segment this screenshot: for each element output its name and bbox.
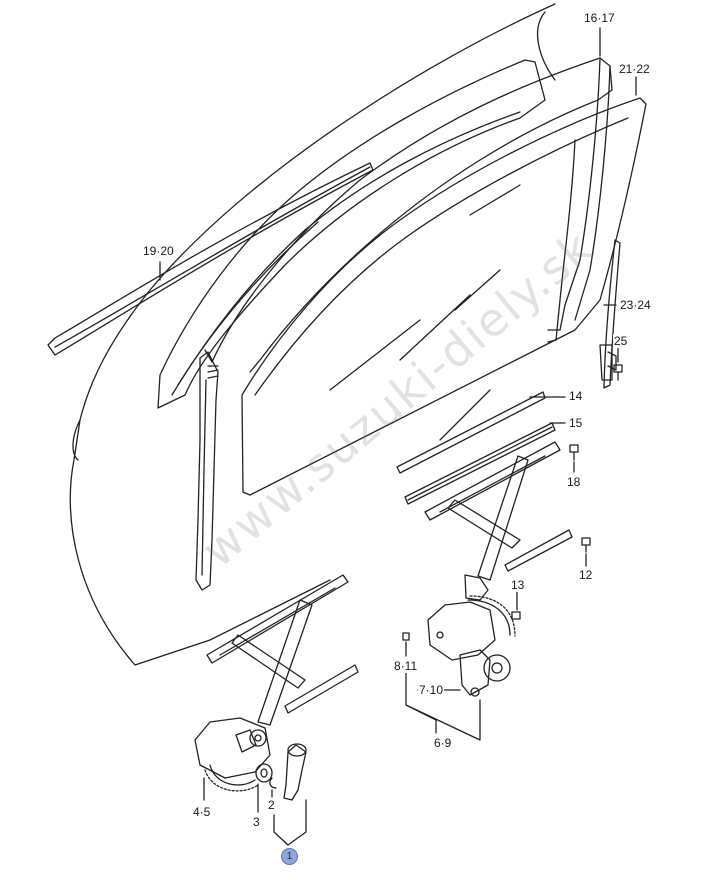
callout-2[interactable]: 2 (267, 798, 276, 812)
front-regulator-upper-rail (206, 574, 349, 664)
glass-reflection-2 (399, 294, 471, 361)
rear-regulator-gear-teeth (469, 595, 516, 637)
leader-6-9-bracket (405, 671, 481, 741)
rear-regulator-motor-link (464, 574, 489, 601)
front-regulator-pivot-inner (254, 734, 262, 742)
door-frame-seal (204, 57, 613, 373)
door-frame-sash-inner2 (177, 221, 319, 386)
bolt-13 (511, 611, 521, 620)
door-frame-seal-rear2 (574, 65, 611, 321)
rear-regulator-gear (467, 599, 511, 636)
front-regulator-lower-rail (284, 664, 359, 714)
glass-reflection-5 (469, 184, 521, 216)
front-regulator-arm-1 (231, 634, 306, 689)
window-handle-knob (287, 743, 307, 757)
callout-8-11[interactable]: 8·11 (393, 659, 419, 673)
front-regulator-gear-teeth (204, 769, 259, 792)
door-frame-seal-rear3 (547, 139, 576, 343)
door-panel-inner-edge (536, 11, 556, 81)
bolt-8-11 (402, 632, 410, 641)
callout-15[interactable]: 15 (568, 416, 584, 430)
outer-weatherstrip (404, 422, 556, 505)
door-panel-lower-edge (72, 419, 81, 461)
door-panel-outline (69, 3, 556, 666)
regulator-motor-bolt (436, 631, 444, 639)
regulator-motor-hub (491, 662, 503, 674)
door-frame-sash (157, 59, 546, 409)
regulator-motor-bolt-2 (470, 687, 480, 697)
front-regulator-arm-2 (257, 599, 313, 726)
callout-19-20[interactable]: 19·20 (142, 244, 175, 258)
glass-reflection-3 (439, 389, 491, 441)
callout-1-badge[interactable]: 1 (281, 848, 298, 865)
outer-weatherstrip-lip (407, 426, 553, 501)
callout-7-10[interactable]: 7·10 (418, 683, 445, 697)
bolt-12 (581, 537, 591, 553)
rear-regulator-lower-rail (504, 529, 573, 572)
regulator-motor-housing (459, 649, 491, 696)
rear-channel-bracket (599, 344, 617, 381)
front-regulator-pivot (249, 729, 267, 747)
glass-reflection-4 (454, 269, 501, 311)
front-pillar-ribs (207, 365, 219, 379)
front-regulator-sector-plate (194, 717, 271, 779)
handle-clip (269, 777, 277, 789)
rear-regulator-arm-2 (477, 455, 529, 581)
belt-molding-outer-inner (54, 166, 371, 348)
door-frame-seal-rear (547, 57, 601, 331)
belt-molding-outer (47, 162, 374, 356)
callout-12[interactable]: 12 (578, 568, 594, 582)
bolt-18 (569, 444, 579, 461)
callout-23-24[interactable]: 23·24 (619, 298, 652, 312)
callout-3[interactable]: 3 (252, 815, 261, 829)
callout-13[interactable]: 13 (510, 578, 526, 592)
door-glass (241, 97, 647, 496)
callout-4-5[interactable]: 4·5 (192, 805, 212, 819)
glass-reflection-1 (329, 319, 421, 391)
front-pillar-channel (195, 351, 219, 591)
front-pillar-channel-inner (201, 379, 207, 576)
rear-channel (603, 239, 621, 389)
rear-regulator-upper-rail (424, 441, 561, 521)
callout-18[interactable]: 18 (566, 475, 582, 489)
leader-1-bracket (273, 799, 307, 846)
front-regulator-handle-boss (235, 729, 257, 753)
bolt-25 (613, 364, 623, 381)
rear-regulator-arm-1 (447, 499, 521, 549)
spacer-washer (255, 763, 273, 783)
inner-weatherstrip (396, 391, 546, 474)
rear-regulator-sector-plate (427, 601, 496, 661)
spacer-washer-hole (260, 768, 268, 778)
regulator-motor (483, 654, 511, 682)
callout-16-17[interactable]: 16·17 (583, 11, 616, 25)
callout-21-22[interactable]: 21·22 (618, 62, 651, 76)
front-regulator-gear (209, 764, 256, 786)
callout-25[interactable]: 25 (613, 334, 629, 348)
window-handle (283, 744, 307, 801)
callout-6-9[interactable]: 6·9 (433, 736, 453, 750)
callout-14[interactable]: 14 (568, 389, 584, 403)
door-glass-inner (254, 117, 629, 396)
